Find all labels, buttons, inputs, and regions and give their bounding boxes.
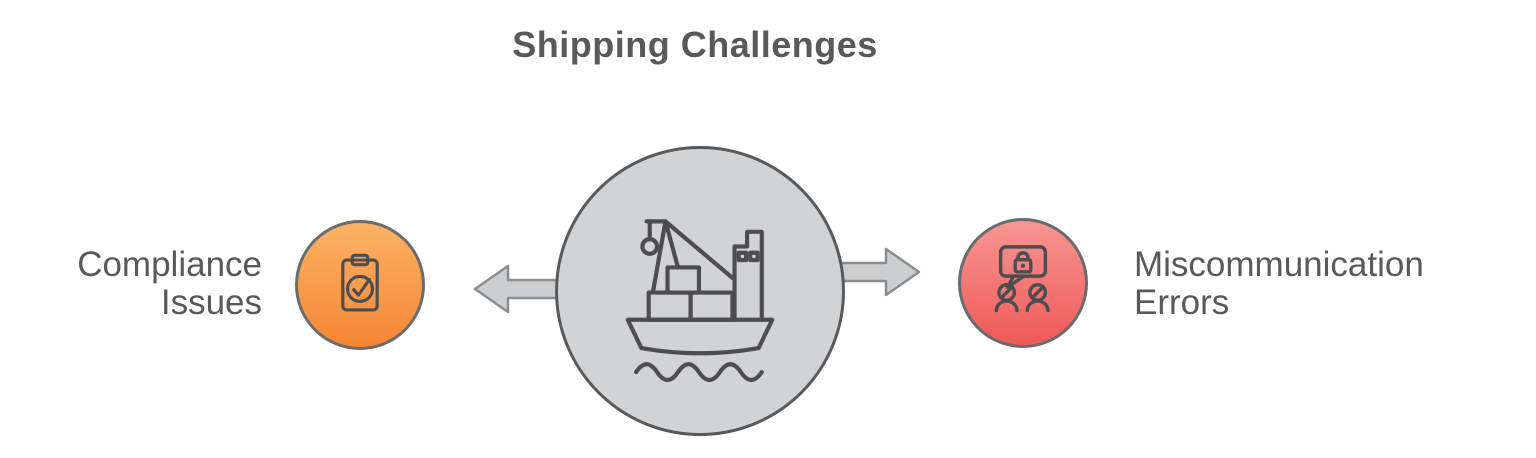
cargo-ship-icon <box>625 218 775 382</box>
arrow-left-icon <box>473 264 564 314</box>
miscommunication-label: Miscommunication Errors <box>1134 245 1424 322</box>
clipboard-check-icon <box>341 253 379 312</box>
miscommunication-node <box>958 218 1088 348</box>
compliance-node <box>295 220 425 350</box>
diagram-title: Shipping Challenges <box>512 24 878 65</box>
compliance-label: Compliance Issues <box>77 245 262 322</box>
center-node-shipping <box>555 146 845 436</box>
people-chat-lock-icon <box>994 245 1050 313</box>
